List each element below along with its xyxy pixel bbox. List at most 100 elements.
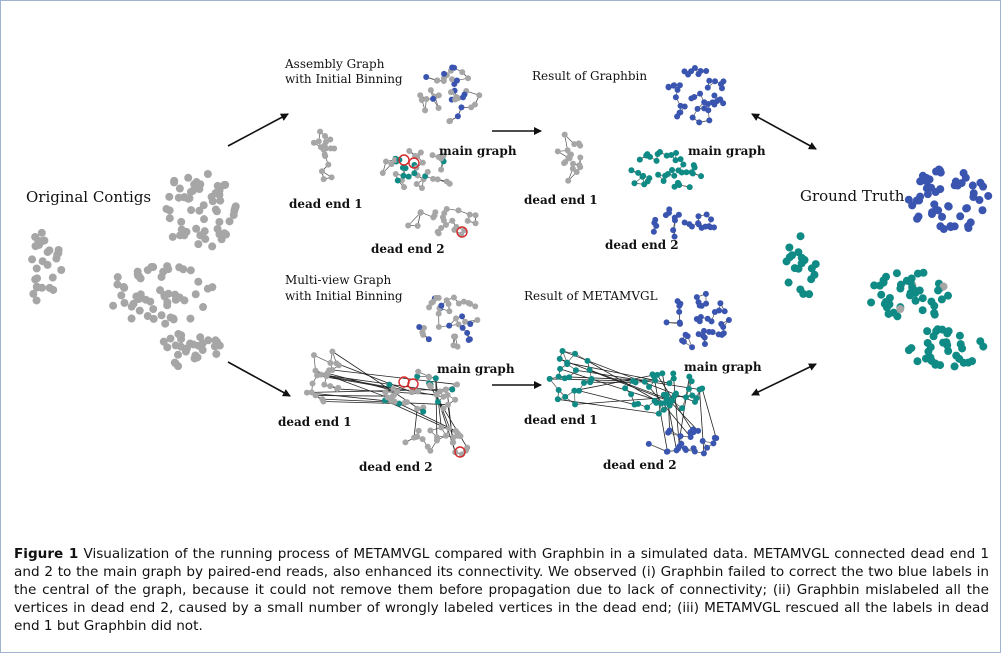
- multiview-link-edge: [327, 372, 398, 392]
- original-contigs-node: [208, 283, 217, 292]
- multiview-dead-end-2-node: [438, 424, 445, 431]
- ground-truth-node: [896, 305, 905, 314]
- assembly-main-graph-node: [406, 148, 413, 155]
- assembly-main-graph-node: [458, 104, 465, 111]
- original-contigs-node: [157, 311, 166, 320]
- metamvgl-dead-end-1-node: [546, 375, 553, 382]
- graphbin-main-graph-node: [705, 107, 712, 114]
- assembly-dead-end-1-node: [320, 176, 327, 183]
- original-contigs-node: [127, 314, 136, 323]
- ground-truth-node: [805, 290, 814, 299]
- metamvgl-dead-end-1-node: [556, 355, 563, 362]
- assembly-dead-end-2-node: [472, 212, 479, 219]
- metamvgl-dead-end-1-node: [580, 379, 587, 386]
- multiview-main-graph-node: [465, 336, 472, 343]
- original-contigs-node: [186, 187, 195, 196]
- metamvgl-main-graph-node: [659, 370, 666, 377]
- assembly-main-graph-node: [419, 159, 426, 166]
- metamvgl-main-graph-node: [684, 333, 691, 340]
- metamvgl-dead-end-2-node: [678, 440, 685, 447]
- assembly-main-graph-node: [422, 107, 429, 114]
- graphbin-main-graph-node: [676, 82, 683, 89]
- multiview-link-edge: [435, 378, 438, 441]
- ground-truth-node: [785, 243, 794, 252]
- multiview-main-graph-node: [425, 373, 432, 380]
- original-contigs-node: [195, 206, 204, 215]
- graphbin-main-graph-node: [695, 71, 702, 78]
- metamvgl-main-graph-node: [709, 329, 716, 336]
- metamvgl-link-edge: [559, 368, 666, 404]
- original-contigs-label: Original Contigs: [26, 188, 151, 206]
- multiview-main-graph-node: [433, 294, 440, 301]
- ground-truth-node: [927, 183, 936, 192]
- ground-truth-node: [944, 327, 953, 336]
- ground-truth-node: [942, 338, 951, 347]
- graphbin-main-graph-node: [628, 167, 635, 174]
- metamvgl-main-graph-node: [689, 344, 696, 351]
- assembly-dead-end-2-node: [472, 220, 479, 227]
- assembly-main-graph-node: [418, 185, 425, 192]
- multiview-graph-title-line1: Multi-view Graph: [285, 273, 392, 287]
- metamvgl-main-graph-node: [676, 308, 683, 315]
- assembly-dead-end-2-node: [405, 222, 412, 229]
- assembly-dead-end-1-node: [322, 145, 329, 152]
- assembly-dead-end-1-node: [331, 145, 338, 152]
- metamvgl-main-graph-node: [622, 385, 629, 392]
- graphbin-dead-end-2-node: [670, 227, 677, 234]
- graphbin-main-graph-node: [675, 167, 682, 174]
- metamvgl-main-graph-node: [703, 300, 710, 307]
- metamvgl-main-graph-node: [655, 410, 662, 417]
- assembly-main-graph-node: [394, 177, 401, 184]
- multiview-dead-end-1-node: [310, 352, 317, 359]
- assembly-main-graph-node: [435, 105, 442, 112]
- metamvgl-dead-end-2-node: [645, 440, 652, 447]
- metamvgl-main-graph-node: [685, 385, 692, 392]
- multiview-main-graph-node: [449, 386, 456, 393]
- original-contigs-node: [174, 350, 183, 359]
- graphbin-main-graph-node: [697, 90, 704, 97]
- arrow-metamvgl-ground-truth: [751, 363, 817, 396]
- ground-truth-node: [950, 362, 959, 371]
- multiview-dead-end-1-node: [327, 383, 334, 390]
- graphbin-main-graph-node: [677, 102, 684, 109]
- graphbin-main-graph-node: [694, 105, 701, 112]
- graphbin-main-graph-node: [698, 173, 705, 180]
- assembly-main-graph-node: [459, 69, 466, 76]
- assembly-graph-title-line2: with Initial Binning: [285, 72, 403, 86]
- original-contigs-node: [176, 231, 185, 240]
- multiview-main-graph-node: [391, 398, 398, 405]
- graphbin-main-graph-node: [640, 172, 647, 179]
- original-contigs-node: [57, 266, 66, 275]
- assembly-main-graph-node: [454, 77, 461, 84]
- ground-truth-node: [927, 297, 936, 306]
- ground-truth-node: [896, 280, 905, 289]
- multiview-link-edge: [398, 403, 457, 432]
- multiview-dead-end-2-node: [450, 439, 457, 446]
- multiview-dead-end-1-node: [335, 384, 342, 391]
- original-contigs-node: [31, 242, 40, 251]
- graphbin-main-graph-node: [720, 100, 727, 107]
- graphbin-main-graph-node: [706, 117, 713, 124]
- graphbin-main-graph-node: [701, 99, 708, 106]
- assembly-main-graph-node: [449, 64, 456, 71]
- assembly-dead-end-2-node: [434, 228, 441, 235]
- graphbin-main-graph-node: [673, 149, 680, 156]
- assembly-dead-end-1-node: [321, 133, 328, 140]
- graphbin-dead-end-2-node: [708, 216, 715, 223]
- original-contigs-node: [186, 266, 195, 275]
- multiview-main-graph-node: [427, 383, 434, 390]
- ground-truth-node: [784, 278, 793, 287]
- original-contigs-node: [149, 305, 158, 314]
- original-contigs-node: [199, 303, 208, 312]
- original-contigs-node: [220, 181, 229, 190]
- original-contigs-node: [208, 197, 217, 206]
- metamvgl-main-graph-node: [628, 391, 635, 398]
- original-contigs-node: [231, 202, 240, 211]
- graphbin-dead-end-2-node: [665, 209, 672, 216]
- graphbin-dead-end-1-node: [577, 154, 584, 161]
- graphbin-dead-end-1-node: [576, 162, 583, 169]
- multiview-main-graph-node: [414, 373, 421, 380]
- assembly-main-graph-node: [401, 184, 408, 191]
- original-contigs-node: [32, 283, 41, 292]
- multiview-main-graph-node: [450, 342, 457, 349]
